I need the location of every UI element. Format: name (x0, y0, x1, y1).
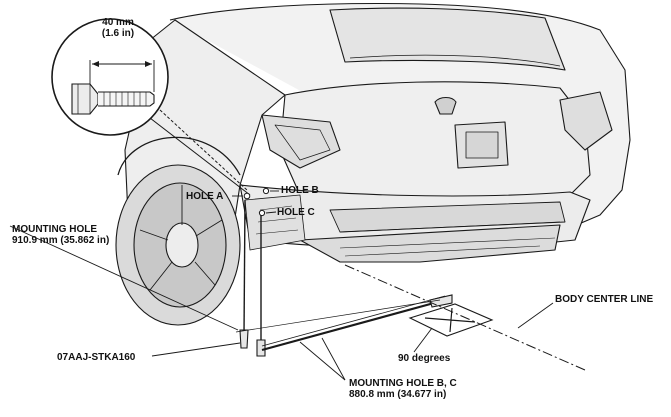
mounting-hole-bc-value: 880.8 mm (34.677 in) (349, 389, 447, 400)
bolt-shank-icon (98, 91, 155, 107)
plumb-rod-a (243, 199, 246, 336)
mounting-hole-label: MOUNTING HOLE 910.9 mm (35.862 in) (12, 224, 109, 246)
rear-window (329, 7, 566, 71)
hole-c-label: HOLE C (277, 207, 315, 218)
leader-hole-c (265, 211, 277, 214)
mounting-hole-bc-title: MOUNTING HOLE B, C (349, 378, 457, 389)
hole-b-label: HOLE B (281, 185, 319, 196)
hole-markers (243, 187, 270, 217)
wheel-arch (117, 136, 241, 176)
bolt-detail-callout (51, 18, 251, 196)
measuring-boom (261, 298, 446, 352)
right-tail-lamp (559, 91, 613, 151)
leader-mounting-hole-bc-2 (299, 341, 346, 381)
leader-body-center-line (517, 302, 554, 329)
bolt-head-icon (71, 83, 99, 115)
hole-b-marker (262, 187, 270, 195)
hole-a-marker (243, 192, 251, 200)
body-center-line (344, 264, 586, 371)
angle-label: 90 degrees (398, 353, 451, 364)
body-center-line-label: BODY CENTER LINE (555, 294, 654, 305)
emblem (434, 96, 457, 115)
dimension-label: 40 mm (1.6 in) (88, 17, 148, 39)
callout-leader-line (149, 117, 251, 196)
tool-number-label: 07AAJ-STKA160 (57, 352, 136, 363)
dimension-mm-text: 40 mm (102, 17, 134, 28)
rear-wheel (115, 164, 241, 326)
leader-tool (151, 342, 241, 357)
mounting-hole-title: MOUNTING HOLE (12, 224, 97, 235)
leader-lines (9, 190, 554, 381)
hole-c-marker (258, 209, 266, 217)
mounting-hole-bc-label: MOUNTING HOLE B, C 880.8 mm (34.677 in) (349, 378, 457, 400)
leader-mounting-hole (9, 225, 239, 331)
leader-mounting-hole-bc-1 (321, 337, 346, 381)
floor-marking (344, 264, 586, 371)
measuring-tool (235, 199, 453, 357)
mounting-hole-value: 910.9 mm (35.862 in) (12, 235, 110, 246)
hole-a-label: HOLE A (186, 191, 224, 202)
left-tail-lamp (261, 114, 341, 169)
dimension-in-text: (1.6 in) (101, 28, 135, 39)
vehicle-rear (115, 2, 631, 326)
lower-bumper (299, 224, 561, 263)
